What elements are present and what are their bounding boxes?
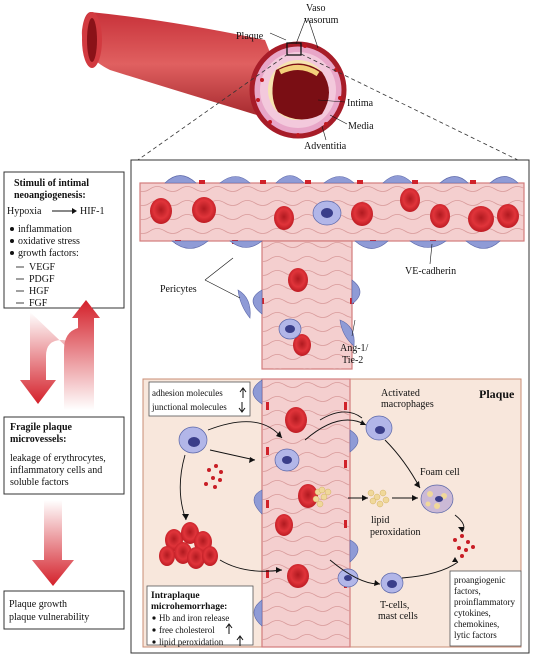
hemorrhage-item-3: lipid peroxidation [159, 637, 224, 647]
factors-line-2: factors, [454, 586, 481, 596]
stimuli-box [3, 171, 125, 309]
ang-pointer [351, 319, 356, 337]
fragile-text-1: leakage of erythrocytes, [10, 453, 106, 464]
activated-label-2: macrophages [381, 399, 434, 410]
hif-label: HIF-1 [80, 206, 104, 217]
outcome-box [3, 590, 125, 630]
feedback-arrows [20, 300, 100, 410]
tcells-label-2: mast cells [378, 611, 418, 622]
stimulus-2: oxidative stress [18, 236, 80, 247]
hemorrhage-title-2: microhemorrhage: [151, 602, 227, 612]
stimulus-3: growth factors: [18, 248, 79, 259]
label-adventitia: Adventitia [304, 141, 347, 152]
peroxidation-up-arrow [236, 635, 244, 646]
plaque-microvessel [252, 378, 359, 648]
label-intima: Intima [347, 98, 374, 109]
label-ang: Ang-1/ [340, 343, 369, 354]
factors-line-6: lytic factors [454, 630, 497, 640]
zoom-line-right [300, 53, 523, 163]
stimuli-title-2: neoangiogenesis: [14, 190, 86, 201]
macrophage-left [178, 426, 208, 454]
outcome-line-2: plaque vulnerability [9, 612, 89, 623]
activated-label-1: Activated [381, 388, 420, 399]
artery-illustration [81, 12, 348, 141]
outcome-line-1: Plaque growth [9, 599, 67, 610]
cholesterol-up-arrow [225, 623, 233, 634]
rbc-fragments-left [204, 464, 223, 489]
factors-line-5: chemokines, [454, 619, 499, 629]
tcells-label-1: T-cells, [380, 600, 409, 611]
junctional-label: junctional molecules [151, 402, 227, 412]
activated-macrophage [365, 415, 393, 441]
label-pericytes: Pericytes [160, 284, 197, 295]
rbc-fragments-right [453, 534, 475, 558]
fragile-title-2: microvessels: [10, 434, 66, 445]
rbc-cluster [159, 522, 218, 569]
fragile-title-1: Fragile plaque [10, 422, 73, 433]
molecules-box [148, 381, 251, 417]
stimulus-1: inflammation [18, 224, 72, 235]
growth-factor-3: HGF [29, 286, 49, 297]
foam-cell-label: Foam cell [420, 467, 460, 478]
microvessel-upper [139, 175, 525, 370]
hemorrhage-box [146, 585, 254, 646]
ve-cadherin-pointer [429, 243, 433, 265]
fragile-text-2: inflammatory cells and [10, 465, 102, 476]
factors-box [449, 570, 522, 647]
plaque-title: Plaque [479, 387, 515, 401]
label-vasorum: vasorum [304, 15, 339, 26]
adhesion-up-arrow [239, 387, 247, 398]
growth-factor-1: VEGF [29, 262, 56, 273]
zoom-line-left [134, 53, 289, 163]
adhesion-label: adhesion molecules [152, 388, 223, 398]
label-vaso: Vaso [306, 3, 325, 14]
plaque-arrowheads [182, 420, 464, 586]
hemorrhage-item-1: Hb and iron release [159, 613, 229, 623]
label-tie: Tie-2 [342, 355, 363, 366]
foam-cell [420, 484, 454, 514]
pericytes-pointer [204, 257, 234, 281]
fragile-text-3: soluble factors [10, 477, 69, 488]
label-media: Media [348, 121, 374, 132]
t-cell [380, 572, 404, 594]
hypoxia-label: Hypoxia [7, 206, 42, 217]
stimuli-title-1: Stimuli of intimal [14, 178, 89, 189]
down-arrow-outcome [32, 500, 74, 586]
label-plaque-top: Plaque [236, 31, 264, 42]
factors-line-4: cytokines, [454, 608, 491, 618]
factors-line-3: proinflammatory [454, 597, 515, 607]
hemorrhage-item-2: free cholesterol [159, 625, 215, 635]
factors-line-1: proangiogenic [454, 575, 505, 585]
fragile-box [3, 416, 125, 495]
lipid-peroxidation-1: lipid [371, 515, 389, 526]
growth-factor-2: PDGF [29, 274, 55, 285]
lipid-droplets [367, 489, 390, 508]
hemorrhage-title-1: Intraplaque [151, 591, 200, 601]
junctional-down-arrow [238, 402, 246, 413]
lipid-peroxidation-2: peroxidation [370, 527, 421, 538]
growth-factor-4: FGF [29, 298, 48, 309]
label-ve-cadherin: VE-cadherin [405, 266, 456, 277]
